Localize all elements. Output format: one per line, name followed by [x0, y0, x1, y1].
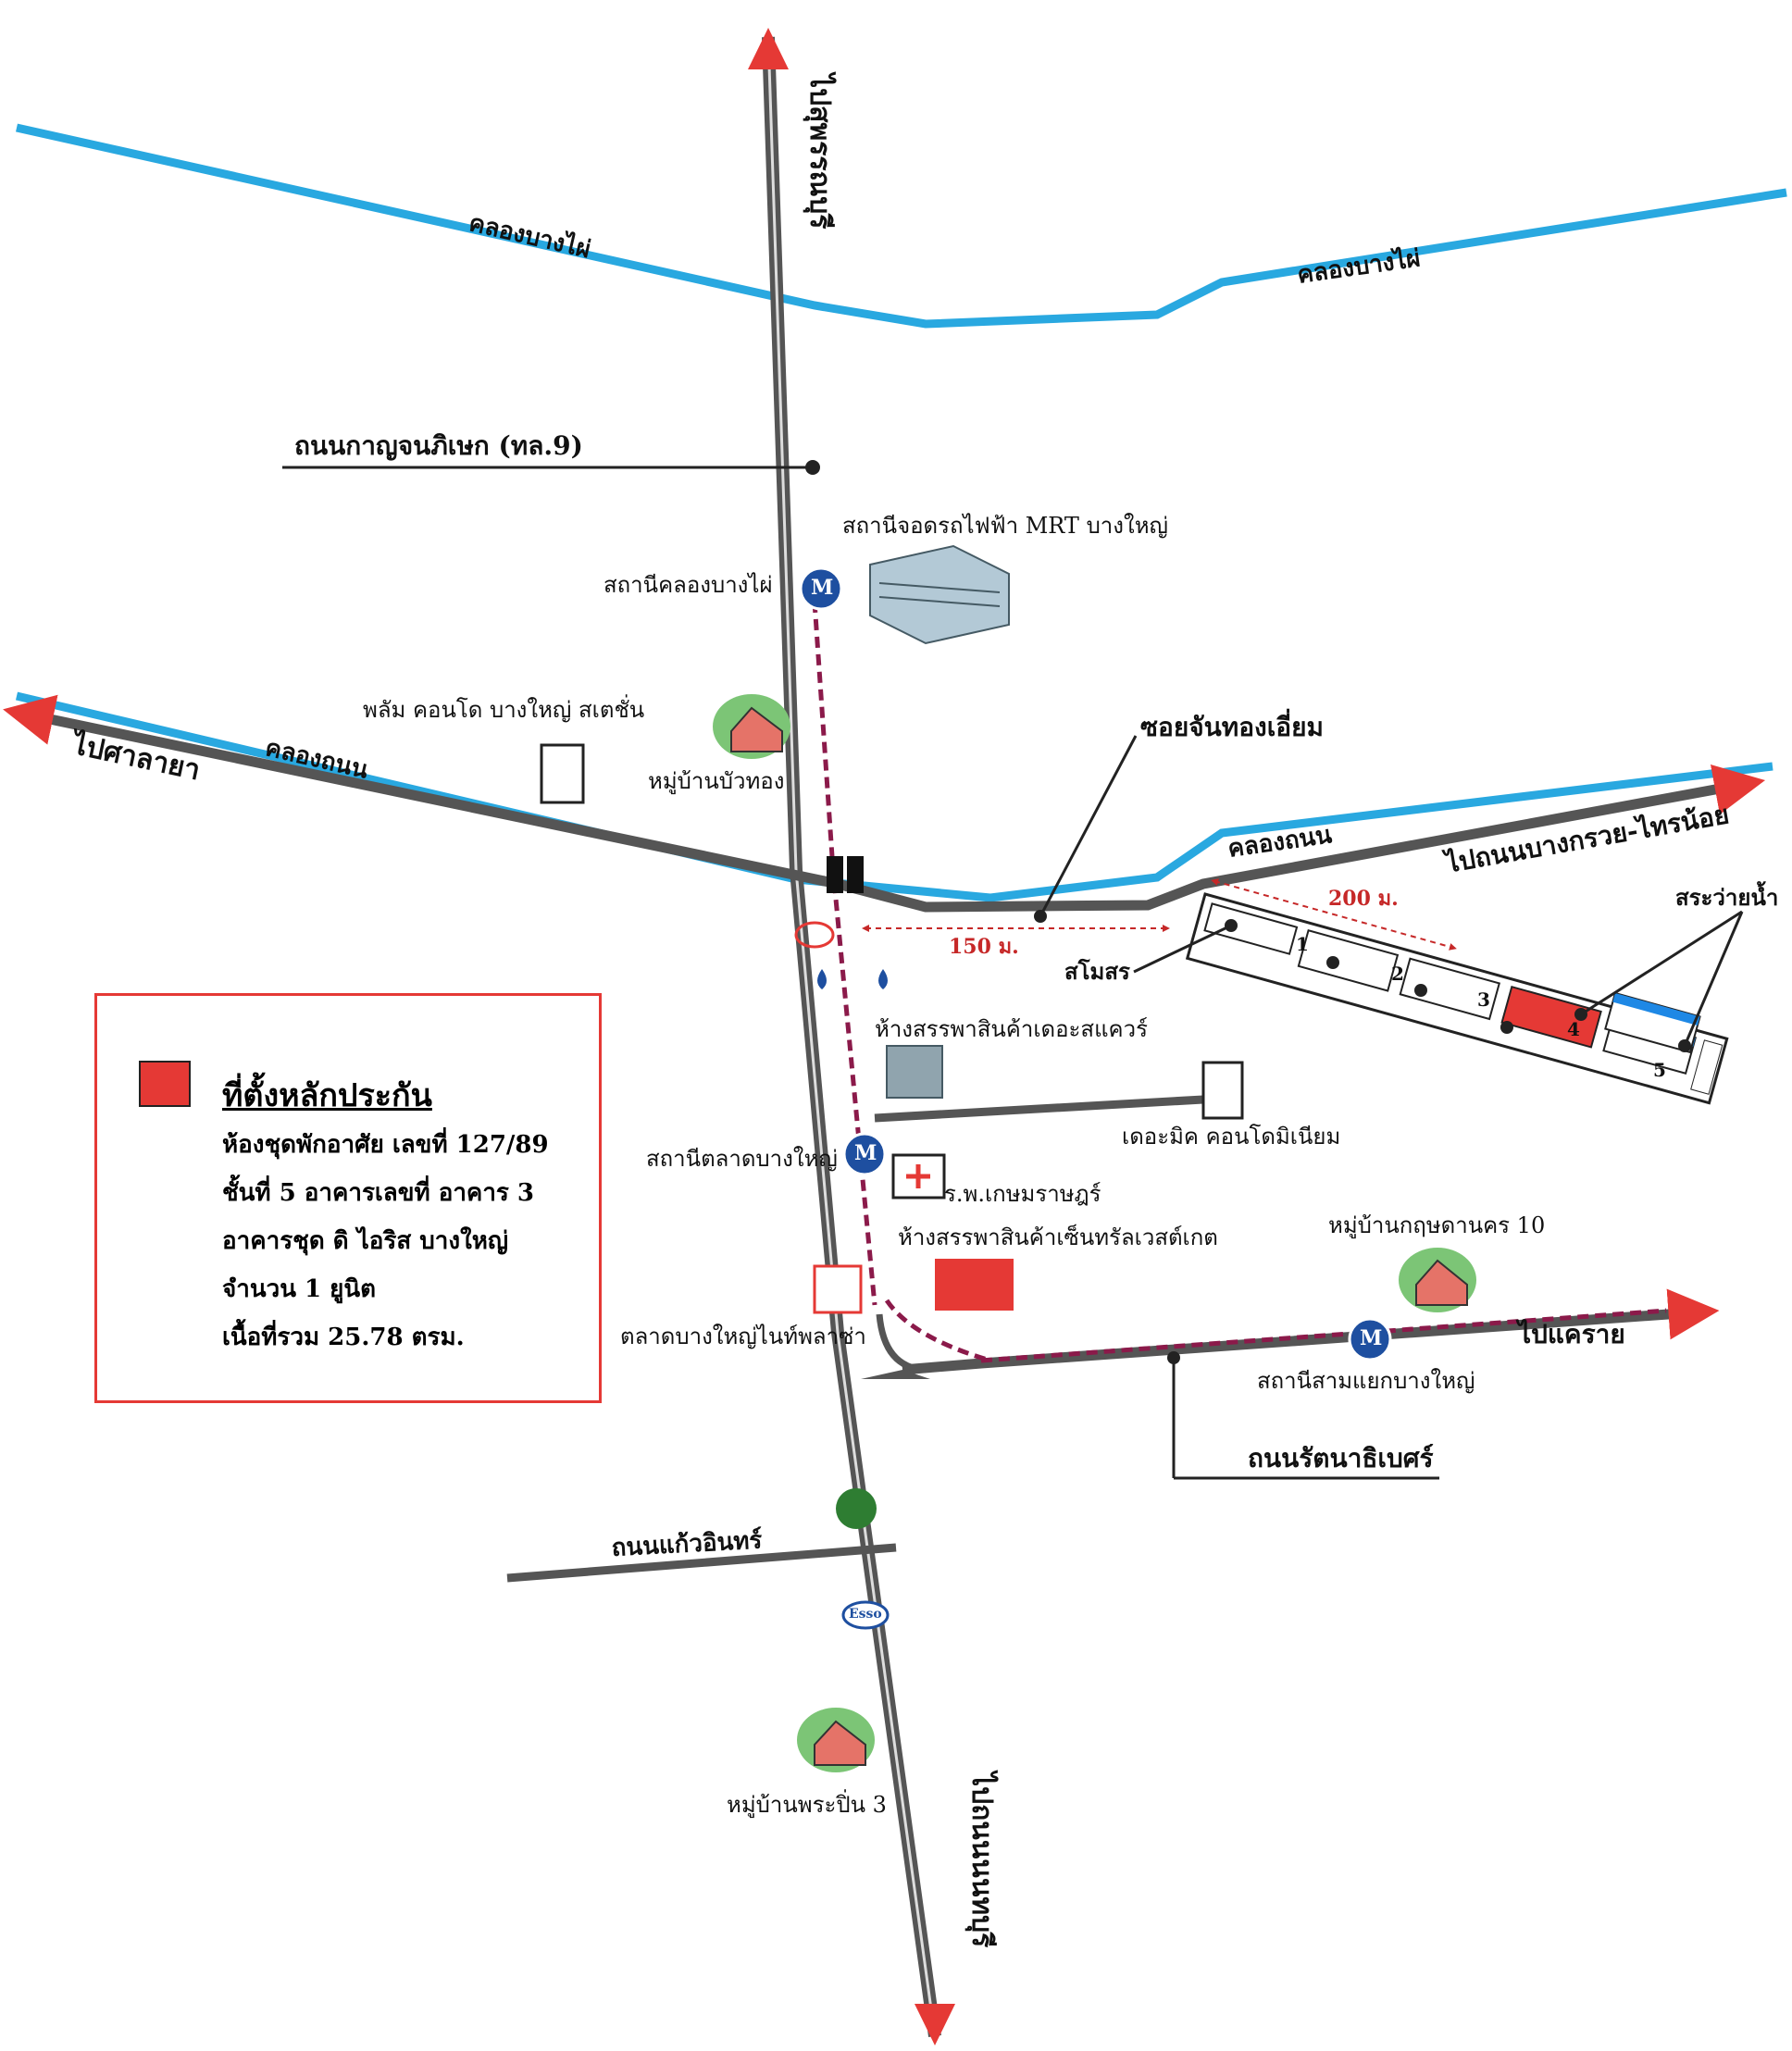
legend-title: ที่ตั้งหลักประกัน [222, 1077, 432, 1114]
condo-site [1185, 892, 1729, 1105]
house-icon [713, 694, 1476, 1772]
place-label: ร.พ.เกษมราษฎร์ [944, 1181, 1101, 1207]
central-logo-icon [935, 1259, 1014, 1311]
place-label: หมู่บ้านบัวทอง [648, 768, 785, 794]
soi-label: ซอยจันทองเอี่ยม [1140, 712, 1324, 742]
main-road [762, 36, 941, 2037]
canal-bang-phai [16, 123, 1787, 329]
building-number: 1 [1296, 933, 1309, 955]
place-label: พลัม คอนโด บางใหญ่ สเตชั่น [363, 697, 645, 723]
condo-site-2 [1604, 991, 1701, 1054]
collateral-swatch [139, 1061, 191, 1107]
metro-letter: M [811, 576, 834, 600]
building-number: 3 [1477, 988, 1490, 1011]
legend-line: จำนวน 1 ยูนิต [222, 1275, 377, 1303]
esso-label: Esso [849, 1607, 882, 1622]
clubhouse-label: สโมสร [1064, 958, 1130, 985]
legend-line: อาคารชุด ดิ ไอริส บางใหญ่ [222, 1227, 509, 1255]
place-label: หมู่บ้านพระปิ่น 3 [727, 1792, 887, 1818]
depot-building-icon [869, 544, 1010, 645]
building-number: 2 [1391, 963, 1404, 985]
place-label: สถานีตลาดบางใหญ่ [646, 1146, 838, 1172]
road-label-rattanathibet: ถนนรัตนาธิเบศร์ [1248, 1443, 1434, 1473]
mall-building-icon [886, 1045, 943, 1099]
legend-box: ที่ตั้งหลักประกัน ห้องชุดพักอาศัย เลขที่… [94, 993, 602, 1403]
building-number: 5 [1653, 1059, 1666, 1081]
road-label-north: ไปสุพรรณบุรี [803, 74, 836, 230]
place-label: หมู่บ้านกฤษดานคร 10 [1328, 1212, 1546, 1238]
road-rattanathibet [902, 1288, 1720, 1375]
legend-line: เนื้อที่รวม 25.78 ตรม. [222, 1324, 465, 1351]
distance-label-150: 150 ม. [949, 935, 1019, 959]
pool-label: สระว่ายน้ำ [1675, 884, 1779, 911]
place-label: สถานีจอดรถไฟฟ้า MRT บางใหญ่ [842, 513, 1168, 539]
road-label-kanchanaphisek: ถนนกาญจนภิเษก (ทล.9) [294, 430, 583, 461]
road-label-khae-rai: ไปแคราย [1518, 1319, 1625, 1349]
pt-station-icon [836, 1488, 877, 1529]
market-icon [813, 1264, 863, 1314]
metro-station-icon [799, 566, 1392, 1361]
condo-tower-icon [540, 743, 1244, 1120]
distance-label-200: 200 ม. [1328, 887, 1399, 911]
place-label: ห้างสรรพาสินค้าเซ็นทรัลเวสต์เกต [898, 1224, 1218, 1250]
metro-letter: M [1360, 1326, 1383, 1350]
hospital-icon [891, 1153, 946, 1200]
legend-line: ห้องชุดพักอาศัย เลขที่ 127/89 [222, 1131, 549, 1159]
legend-line: ชั้นที่ 5 อาคารเลขที่ อาคาร 3 [222, 1179, 535, 1207]
place-label: สถานีคลองบางไผ่ [604, 572, 773, 598]
road-label-south: ไปถนนนนทบุรี [965, 1772, 998, 1948]
place-label: ห้างสรรพาสินค้าเดอะสแควร์ [875, 1016, 1148, 1042]
place-label: ตลาดบางใหญ่ไนท์พลาซ่า [620, 1324, 866, 1349]
place-label: เดอะมิค คอนโดมิเนียม [1122, 1124, 1341, 1150]
road-sala-ya [3, 694, 1766, 913]
metro-letter: M [854, 1141, 877, 1165]
fuel-drop-icon [817, 969, 888, 989]
toyota-icon [794, 921, 835, 949]
esso-icon [841, 1600, 890, 1630]
place-label: สถานีสามแยกบางใหญ่ [1257, 1368, 1475, 1394]
collateral-building-3 [1500, 985, 1602, 1049]
building-number: 4 [1567, 1018, 1580, 1040]
